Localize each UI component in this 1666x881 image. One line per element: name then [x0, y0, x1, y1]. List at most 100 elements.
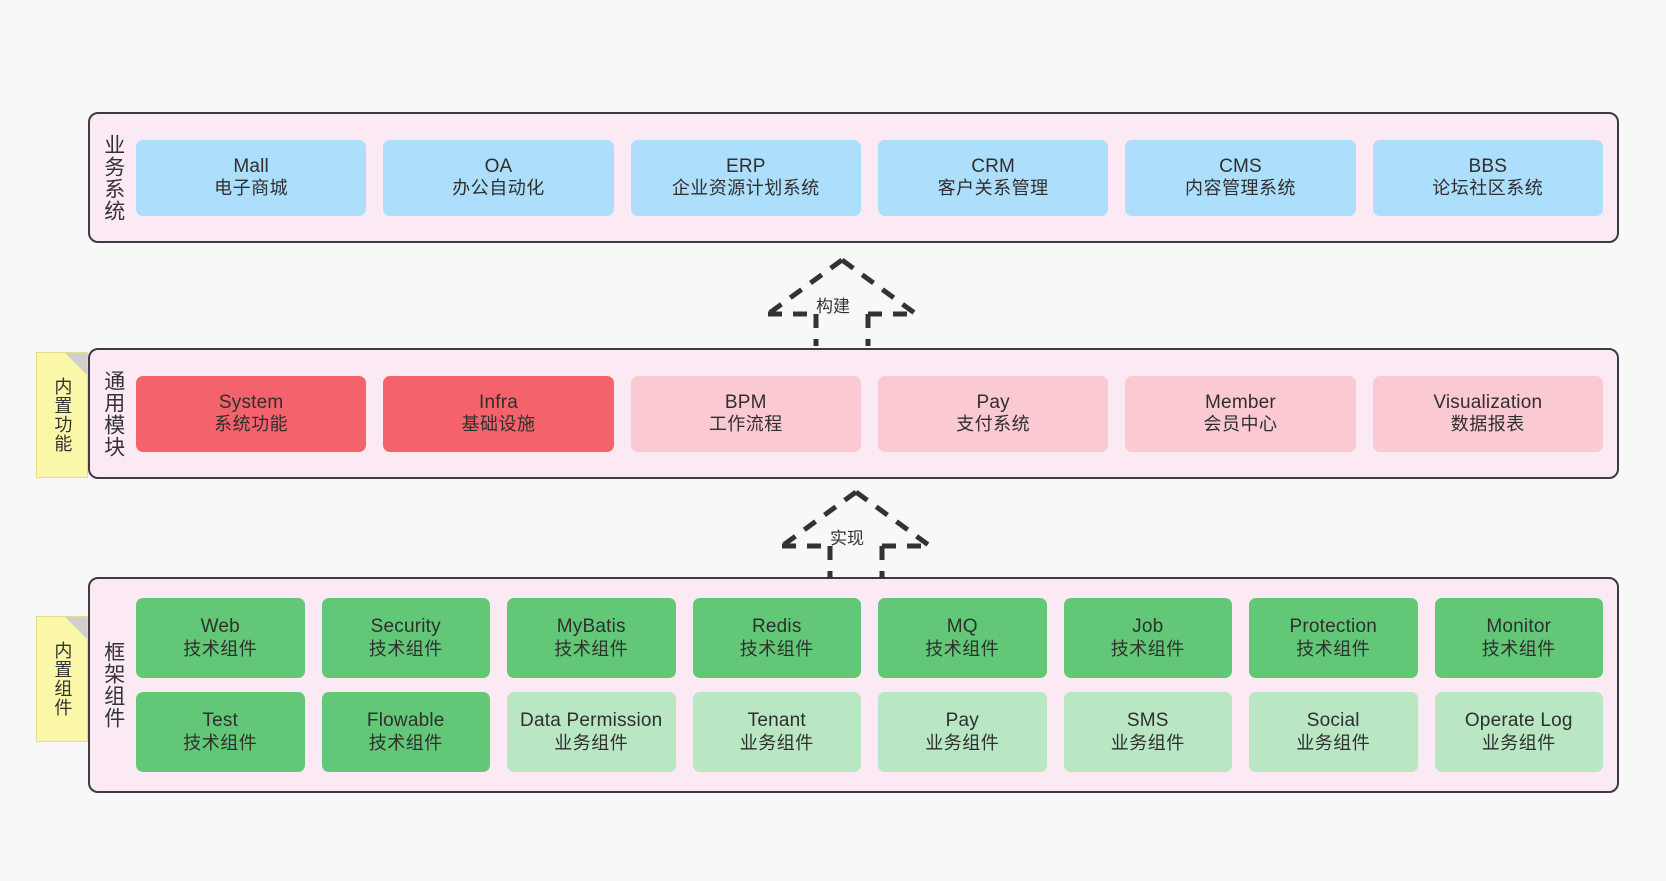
node-subtitle: 技术组件	[925, 638, 1000, 659]
node-subtitle: 内容管理系统	[1184, 178, 1296, 199]
node-title: Mall	[233, 155, 269, 177]
layer-body-common-modules: System 系统功能 Infra 基础设施 BPM 工作流程 Pay 支付系统…	[136, 350, 1617, 477]
node-redis[interactable]: Redis 技术组件	[692, 598, 861, 678]
layer-title-framework-components: 框架组件	[101, 641, 125, 729]
node-title: Monitor	[1486, 616, 1552, 638]
node-member[interactable]: Member 会员中心	[1125, 375, 1356, 452]
node-subtitle: 业务组件	[925, 732, 1000, 753]
node-subtitle: 业务组件	[1296, 732, 1371, 753]
node-mq[interactable]: MQ 技术组件	[878, 598, 1047, 678]
node-title: MyBatis	[556, 616, 626, 638]
node-subtitle: 办公自动化	[452, 178, 545, 199]
node-web[interactable]: Web 技术组件	[136, 598, 305, 678]
node-mybatis[interactable]: MyBatis 技术组件	[507, 598, 676, 678]
node-test[interactable]: Test 技术组件	[136, 692, 305, 772]
node-subtitle: 技术组件	[554, 638, 629, 659]
node-row: System 系统功能 Infra 基础设施 BPM 工作流程 Pay 支付系统…	[136, 375, 1603, 452]
node-subtitle: 会员中心	[1203, 414, 1278, 435]
layer-body-framework-components: Web 技术组件 Security 技术组件 MyBatis 技术组件 Redi…	[136, 579, 1617, 791]
node-title: Member	[1205, 391, 1276, 413]
node-subtitle: 支付系统	[956, 414, 1031, 435]
node-title: ERP	[725, 155, 766, 177]
connector-label-implement: 实现	[830, 529, 864, 548]
node-subtitle: 电子商城	[214, 178, 289, 199]
node-bpm[interactable]: BPM 工作流程	[630, 375, 861, 452]
node-title: Pay	[976, 391, 1010, 413]
node-subtitle: 技术组件	[183, 732, 258, 753]
layer-title-common-modules: 通用模块	[101, 369, 125, 458]
connector-implement: 实现	[766, 488, 946, 578]
node-infra[interactable]: Infra 基础设施	[383, 375, 614, 452]
node-title: Flowable	[366, 710, 445, 732]
node-subtitle: 业务组件	[739, 732, 814, 753]
node-title: Visualization	[1433, 391, 1543, 413]
node-title: SMS	[1126, 710, 1169, 732]
node-subtitle: 业务组件	[1110, 732, 1185, 753]
layer-title-business-system: 业务系统	[101, 133, 125, 222]
node-bbs[interactable]: BBS 论坛社区系统	[1372, 139, 1603, 216]
node-subtitle: 技术组件	[1296, 638, 1371, 659]
sticky-note-label: 内置功能	[52, 377, 73, 453]
node-tenant[interactable]: Tenant 业务组件	[692, 692, 861, 772]
page-fold-icon	[65, 617, 87, 639]
connector-label-build: 构建	[816, 297, 850, 316]
node-subtitle: 论坛社区系统	[1432, 178, 1544, 199]
layer-business-system: 业务系统 Mall 电子商城 OA 办公自动化 ERP 企业资源计划系统 CRM…	[88, 112, 1619, 243]
node-visualization[interactable]: Visualization 数据报表	[1372, 375, 1603, 452]
node-flowable[interactable]: Flowable 技术组件	[321, 692, 490, 772]
node-pay[interactable]: Pay 支付系统	[877, 375, 1109, 452]
node-subtitle: 基础设施	[461, 414, 536, 435]
node-title: Redis	[751, 616, 802, 638]
node-subtitle: 业务组件	[554, 732, 629, 753]
node-social[interactable]: Social 业务组件	[1249, 692, 1418, 772]
node-title: MQ	[946, 616, 978, 638]
node-title: Pay	[945, 710, 979, 732]
node-monitor[interactable]: Monitor 技术组件	[1434, 598, 1603, 678]
node-title: System	[218, 391, 284, 413]
node-job[interactable]: Job 技术组件	[1063, 598, 1232, 678]
node-sms[interactable]: SMS 业务组件	[1063, 692, 1232, 772]
node-title: BPM	[724, 391, 767, 413]
layer-framework-components: 框架组件 Web 技术组件 Security 技术组件 MyBatis 技术组件…	[88, 577, 1619, 793]
node-subtitle: 工作流程	[708, 414, 783, 435]
node-subtitle: 技术组件	[1481, 638, 1556, 659]
node-subtitle: 技术组件	[368, 732, 443, 753]
page-fold-icon	[65, 353, 87, 375]
node-title: CMS	[1219, 155, 1262, 177]
node-title: Infra	[478, 391, 518, 413]
node-subtitle: 技术组件	[368, 638, 443, 659]
node-operate-log[interactable]: Operate Log 业务组件	[1434, 692, 1603, 772]
node-title: CRM	[971, 155, 1016, 177]
node-oa[interactable]: OA 办公自动化	[383, 139, 614, 216]
node-title: Web	[200, 616, 240, 638]
node-crm[interactable]: CRM 客户关系管理	[877, 139, 1109, 216]
node-protection[interactable]: Protection 技术组件	[1249, 598, 1418, 678]
node-subtitle: 技术组件	[1110, 638, 1185, 659]
node-row: Mall 电子商城 OA 办公自动化 ERP 企业资源计划系统 CRM 客户关系…	[136, 139, 1603, 216]
node-title: Protection	[1289, 616, 1378, 638]
node-title: Operate Log	[1464, 710, 1573, 732]
node-title: Test	[202, 710, 239, 732]
node-title: BBS	[1468, 155, 1508, 177]
node-title: Social	[1306, 710, 1360, 732]
node-subtitle: 技术组件	[183, 638, 258, 659]
node-data-permission[interactable]: Data Permission 业务组件	[507, 692, 676, 772]
connector-build: 构建	[752, 256, 932, 346]
node-mall[interactable]: Mall 电子商城	[136, 139, 367, 216]
sticky-note-builtin-features: 内置功能	[36, 352, 88, 478]
node-system[interactable]: System 系统功能	[136, 375, 367, 452]
sticky-note-builtin-components: 内置组件	[36, 616, 88, 742]
layer-body-business-system: Mall 电子商城 OA 办公自动化 ERP 企业资源计划系统 CRM 客户关系…	[136, 114, 1617, 241]
node-security[interactable]: Security 技术组件	[321, 598, 490, 678]
node-pay-business[interactable]: Pay 业务组件	[878, 692, 1047, 772]
node-subtitle: 企业资源计划系统	[671, 178, 820, 199]
node-row: Web 技术组件 Security 技术组件 MyBatis 技术组件 Redi…	[136, 598, 1603, 678]
node-title: Data Permission	[520, 710, 663, 732]
node-erp[interactable]: ERP 企业资源计划系统	[630, 139, 861, 216]
node-row: Test 技术组件 Flowable 技术组件 Data Permission …	[136, 692, 1603, 772]
node-subtitle: 数据报表	[1450, 414, 1525, 435]
sticky-note-label: 内置组件	[52, 641, 73, 717]
node-cms[interactable]: CMS 内容管理系统	[1125, 139, 1356, 216]
node-title: Job	[1132, 616, 1164, 638]
